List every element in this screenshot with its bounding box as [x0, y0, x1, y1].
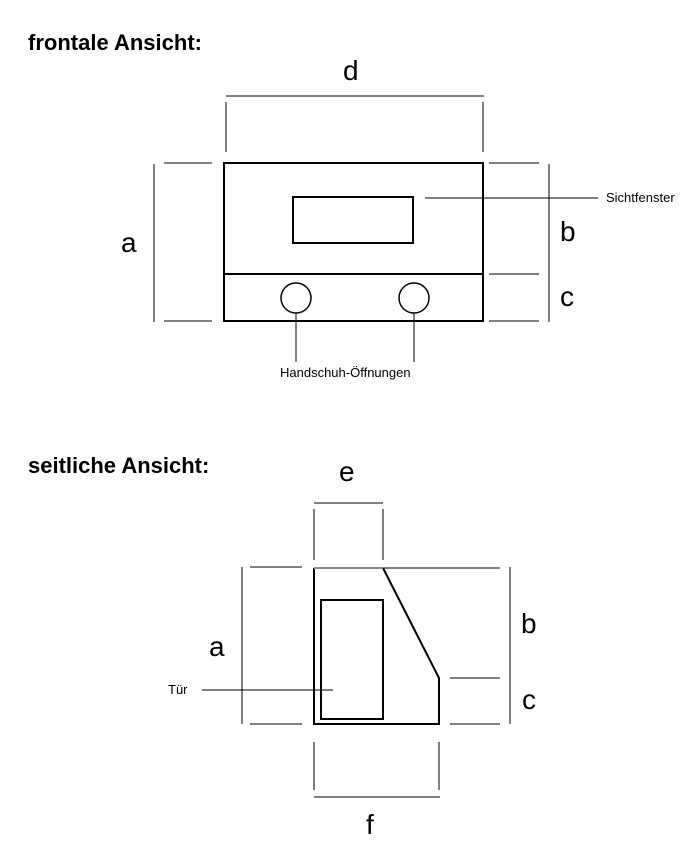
front-body — [223, 162, 484, 322]
dim-c-label-side: c — [522, 684, 536, 715]
door-label: Tür — [168, 682, 188, 697]
dim-b-label-side: b — [521, 608, 537, 639]
dim-e-label: e — [339, 456, 355, 487]
viewing-window — [292, 196, 414, 244]
side-view-heading: seitliche Ansicht: — [28, 453, 210, 478]
viewing-window-label: Sichtfenster — [606, 190, 675, 205]
dim-b-label-front: b — [560, 216, 576, 247]
front-view — [153, 95, 598, 362]
dim-a-label-side: a — [209, 631, 225, 662]
glove-port-right — [398, 282, 430, 314]
glove-ports-label: Handschuh-Öffnungen — [280, 365, 411, 380]
side-view — [202, 502, 511, 798]
dim-c-label-front: c — [560, 281, 574, 312]
dim-d-label: d — [343, 55, 359, 86]
glove-port-left — [280, 282, 312, 314]
door — [320, 599, 384, 720]
dim-a-label-front: a — [121, 227, 137, 258]
dim-f-label: f — [366, 809, 374, 840]
front-view-heading: frontale Ansicht: — [28, 30, 202, 55]
side-body — [313, 567, 440, 725]
